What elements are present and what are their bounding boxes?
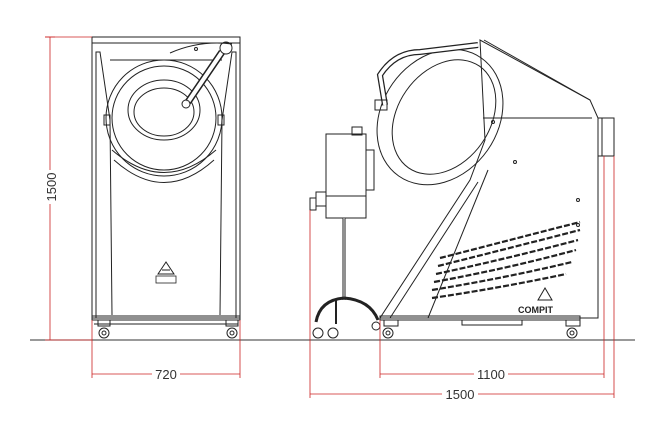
front-view xyxy=(91,36,241,339)
trolley-pump xyxy=(315,191,327,207)
trolley-tank xyxy=(325,133,367,219)
front-drum-opening xyxy=(127,79,201,141)
front-right-castor xyxy=(225,319,239,339)
side-right-castor xyxy=(565,319,581,339)
side-exhaust-duct xyxy=(597,117,615,157)
side-cabinet-inner-edge xyxy=(427,169,489,319)
front-drum-collar xyxy=(111,149,217,173)
trolley-left-leg xyxy=(314,296,345,323)
side-drum-lid-inner xyxy=(391,59,497,175)
front-lid-screw xyxy=(194,47,198,51)
front-base-plinth xyxy=(91,315,241,321)
side-ventilation-grille xyxy=(431,220,581,300)
side-cabinet-outline xyxy=(379,39,599,319)
front-drum-mid xyxy=(111,65,217,171)
side-cabinet-front-edge xyxy=(389,181,479,319)
front-width-label: 720 xyxy=(155,367,177,382)
trolley-tank-cap xyxy=(351,126,363,136)
front-logo xyxy=(155,261,177,284)
trolley-tank-handle xyxy=(366,149,375,191)
front-drum-inner xyxy=(133,87,195,137)
front-lid-curve xyxy=(169,42,233,54)
trolley-right-wheel xyxy=(371,321,381,331)
side-width-label: 1100 xyxy=(477,367,505,382)
front-logo-triangle-icon xyxy=(157,261,175,275)
side-left-castor xyxy=(382,319,399,339)
dimension-labels: 1500 720 1100 1500 xyxy=(40,170,508,402)
side-spray-nozzle xyxy=(374,99,388,111)
trolley-right-leg xyxy=(343,296,380,321)
side-logo: COMPIT xyxy=(518,287,554,315)
trolley-left-wheel xyxy=(312,327,324,339)
side-logo-text: COMPIT xyxy=(518,305,554,315)
side-spray-hose-inner xyxy=(378,43,479,106)
side-base-tray xyxy=(461,319,523,326)
spray-trolley xyxy=(309,126,381,339)
side-top-slope xyxy=(483,39,591,101)
front-right-panel xyxy=(219,51,237,318)
front-spray-arm-inner xyxy=(186,50,224,104)
front-left-knob xyxy=(103,114,111,126)
front-body-outline xyxy=(91,43,241,319)
trolley-pump-outlet xyxy=(309,197,317,211)
front-spray-nozzle xyxy=(181,99,191,109)
side-view xyxy=(374,39,615,339)
front-left-panel xyxy=(95,51,113,318)
trolley-center-wheel xyxy=(327,327,339,339)
front-top-cap xyxy=(91,36,241,44)
front-drum-outer xyxy=(105,59,223,177)
height-label: 1500 xyxy=(44,173,59,202)
side-drum-lid-outer xyxy=(376,48,504,186)
overall-length-label: 1500 xyxy=(446,387,475,402)
side-logo-triangle-icon xyxy=(537,287,553,301)
front-right-knob xyxy=(217,114,225,126)
front-spray-arm-joint xyxy=(219,41,233,55)
front-drum-collar-lower xyxy=(113,159,215,183)
front-left-castor xyxy=(97,319,111,339)
